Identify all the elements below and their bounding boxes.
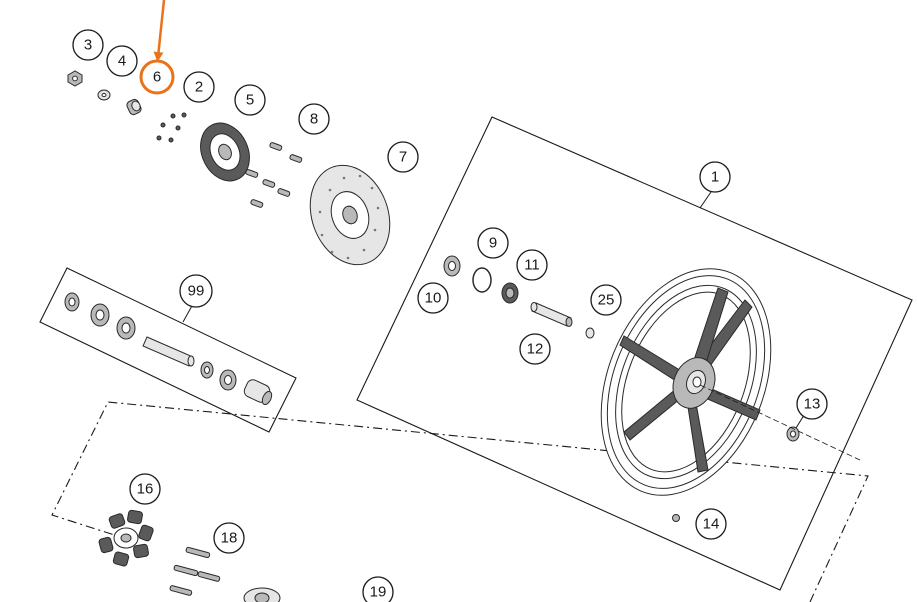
callout-99: 99 <box>179 274 213 308</box>
sprocket-part <box>200 122 250 182</box>
callout-25: 25 <box>590 284 622 316</box>
callout-13: 13 <box>796 388 828 420</box>
nut-part <box>67 70 83 87</box>
cush-drive-bolts-part <box>169 546 221 596</box>
callout-11: 11 <box>516 249 548 281</box>
cush-drive-rubber-part <box>98 509 154 567</box>
callout-25-label: 25 <box>598 292 615 309</box>
callout-16-label: 16 <box>137 481 154 498</box>
callout-18: 18 <box>213 522 245 554</box>
callout-16: 16 <box>129 473 161 505</box>
callout-10-label: 10 <box>425 290 442 307</box>
sprocket-carrier-part <box>243 587 281 602</box>
callout-6-label: 6 <box>153 69 161 86</box>
callout-2: 2 <box>183 71 215 103</box>
axle-spacer-part <box>786 426 800 442</box>
bearing-kit-frame <box>39 267 297 433</box>
callout-4: 4 <box>106 45 138 77</box>
callout-12-label: 12 <box>527 341 544 358</box>
callout-19-label: 19 <box>370 584 387 601</box>
callout-4-label: 4 <box>118 53 126 70</box>
callout-6-highlighted: 6 <box>139 59 175 95</box>
rear-wheel-part <box>600 268 772 496</box>
axle-line <box>699 384 861 461</box>
callout-8-label: 8 <box>310 111 318 128</box>
callout-3-label: 3 <box>84 37 92 54</box>
callout-1: 1 <box>699 161 731 193</box>
callout-8: 8 <box>298 103 330 135</box>
sprocket-screws-part <box>245 142 303 208</box>
brake-disc-part <box>309 164 391 266</box>
callout-11-label: 11 <box>524 257 540 274</box>
callout-9-label: 9 <box>489 235 497 252</box>
highlight-arrow <box>153 0 166 62</box>
callout-10: 10 <box>417 282 449 314</box>
callout-14: 14 <box>695 508 727 540</box>
callout-99-label: 99 <box>188 283 205 300</box>
callout-7: 7 <box>387 141 419 173</box>
spacer-ring-part <box>585 327 595 339</box>
leader-99 <box>182 303 194 323</box>
wheel-assembly-frame <box>356 116 913 591</box>
callout-19: 19 <box>362 576 394 602</box>
callout-18-label: 18 <box>221 530 238 547</box>
callout-5-label: 5 <box>246 92 254 109</box>
washer-part <box>97 89 111 101</box>
callout-13-label: 13 <box>804 396 821 413</box>
callout-1-label: 1 <box>711 169 719 186</box>
valve-part <box>672 514 680 522</box>
callout-12: 12 <box>519 333 551 365</box>
bearing-kit-parts <box>64 292 273 406</box>
bushing-part <box>126 98 142 116</box>
circlip-part <box>472 267 492 293</box>
callout-9: 9 <box>477 227 509 259</box>
callout-7-label: 7 <box>399 149 407 166</box>
callout-5: 5 <box>234 84 266 116</box>
callout-3: 3 <box>72 29 104 61</box>
leader-1 <box>699 191 712 209</box>
sprocket-bolts-part <box>156 112 187 143</box>
callout-14-label: 14 <box>703 516 720 533</box>
spacer-sleeve-part <box>530 302 573 327</box>
wheel-seal-part <box>443 255 461 277</box>
callout-2-label: 2 <box>195 79 203 96</box>
wheel-bearing-part <box>501 282 519 304</box>
